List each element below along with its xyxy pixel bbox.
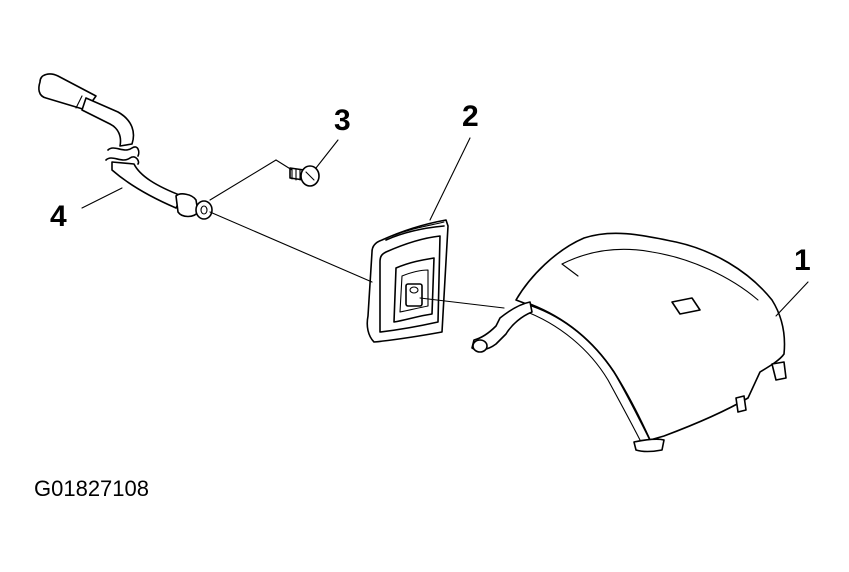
figure-id: G01827108 bbox=[34, 476, 149, 501]
callout-4: 4 bbox=[50, 200, 67, 233]
callout-1: 1 bbox=[794, 244, 811, 277]
part-1-cover bbox=[471, 232, 787, 453]
callout-2: 2 bbox=[462, 100, 479, 133]
assembly-lines bbox=[209, 159, 505, 309]
leader-lines bbox=[81, 137, 809, 317]
leader-3 bbox=[315, 139, 339, 169]
part-4-shift-lever bbox=[38, 73, 213, 220]
callout-3: 3 bbox=[334, 104, 351, 137]
leader-4 bbox=[81, 187, 123, 209]
part-3-screw bbox=[289, 165, 320, 187]
leader-1 bbox=[775, 281, 809, 317]
leader-2 bbox=[429, 137, 471, 221]
part-2-boot-seal bbox=[366, 219, 449, 343]
